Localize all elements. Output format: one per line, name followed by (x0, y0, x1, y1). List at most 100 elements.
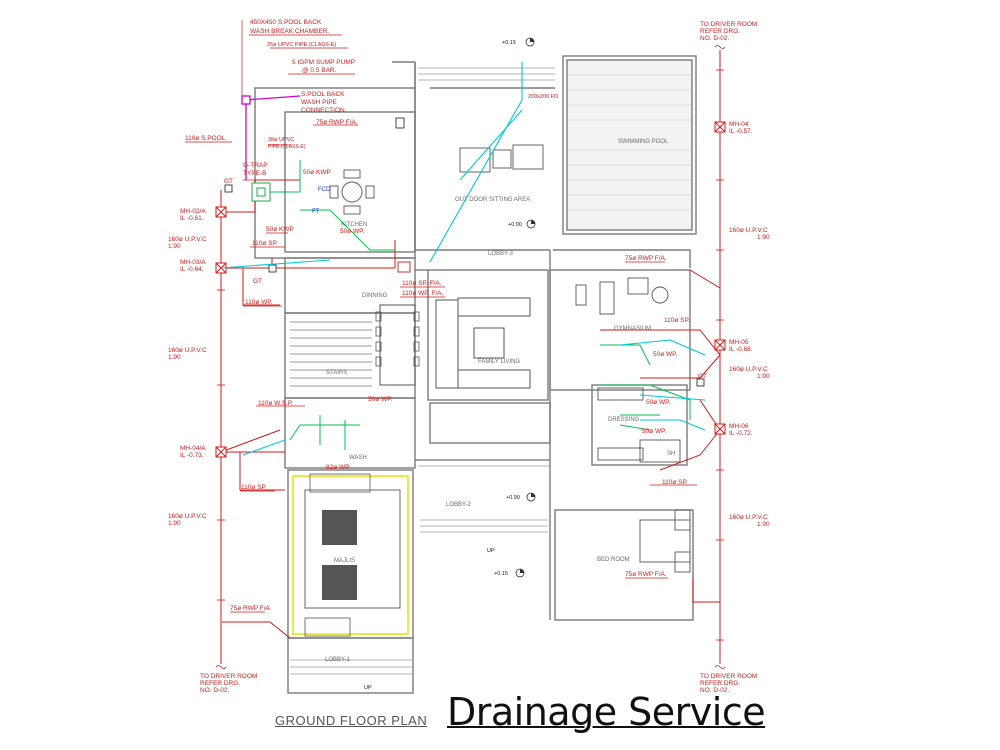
mh04-il: IL -0.57. (729, 128, 753, 135)
mh04a-il: IL -0.73. (180, 452, 204, 459)
room-lobby3: LOBBY-3 (488, 251, 513, 257)
annotation-leaders (185, 20, 697, 613)
note-wp-stair: 50ø WP. (368, 396, 393, 403)
ref-bot-right-1: TO DRIVER ROOM (700, 673, 757, 680)
ref-bot-left-2: REFER DRG. (200, 680, 240, 687)
ref-top-right-3: NO. D-02. (700, 35, 729, 42)
ref-bot-left-3: NO. D-02. (200, 687, 229, 694)
room-majlis: MAJLIS (334, 558, 355, 564)
note-rwp-b: 75ø RWP F/A. (625, 255, 667, 262)
note-rwp-c: 75ø RWP F/A. (625, 571, 667, 578)
room-dinning: DINNING (362, 293, 388, 299)
note-sump-bar: @ 0.5 BAR. (302, 67, 337, 74)
pool-hatching (568, 74, 691, 211)
room-bed-room: BED ROOM (597, 557, 630, 563)
note-kwp-b: 50ø KWP (266, 226, 294, 233)
mh06-il: IL -0.72. (729, 430, 753, 437)
pipe-right-2s: 1:90 (757, 373, 770, 380)
stairs-treads (290, 321, 372, 387)
mh04-name: MH-04 (729, 121, 749, 128)
note-gt-1: GT (224, 178, 233, 185)
pipe-right-3s: 1:90 (757, 521, 770, 528)
building-walls (254, 55, 697, 694)
pipe-right-3: 160ø U.P.V.C (729, 514, 768, 521)
pipe-left-1: 160ø U.P.V.C (168, 236, 207, 243)
room-wash: WASH (349, 455, 367, 461)
note-sp-d: 110ø SP. (662, 479, 688, 486)
dining-table (379, 304, 416, 386)
note-upvc-pipe: 25ø UPVC PIPE.(CLASS-E) (267, 42, 336, 48)
room-outdoor-sitting: OUT DOOR SITTING AREA (455, 197, 530, 203)
mh06-name: MH-06 (729, 423, 749, 430)
note-rwp-d: 75ø RWP F/A. (230, 605, 272, 612)
note-wsp: 110ø W.S.P. (258, 400, 293, 407)
manhole-mh04a (215, 446, 227, 458)
ref-bot-right-2: REFER DRG. (700, 680, 740, 687)
note-fd: 200x200 FD. (528, 94, 560, 100)
note-gtrap-1: G-TRAP (243, 162, 268, 169)
break-symbols (215, 45, 726, 669)
mh02a-il: IL -0.61. (180, 215, 204, 222)
plan-title: GROUND FLOOR PLAN (275, 713, 428, 728)
note-ft: FT (312, 209, 320, 215)
note-gt-3: GT (698, 373, 707, 380)
room-lobby2: LOBBY-2 (446, 502, 471, 508)
note-wp-fa: 110ø WP. F/A. (402, 290, 443, 297)
pipe-left-3: 160ø U.P.V.C (168, 513, 207, 520)
dining-chairs (375, 311, 420, 367)
level-1: +0.15 (502, 40, 516, 46)
note-sp-a: 110ø SP. (252, 240, 278, 247)
note-kwp-a: 50ø KWP (303, 169, 331, 176)
note-gtrap-2: TYPE-B (243, 170, 266, 177)
pipe-right-2: 160ø U.P.V.C (729, 366, 768, 373)
note-chamber-1: 450X450 S.POOL BACK (250, 19, 322, 26)
note-sp-fa: 110ø SP. F/A. (402, 280, 442, 287)
waste-branches (270, 160, 691, 450)
note-wp82: 82ø WP. (326, 464, 351, 471)
ref-top-right-1: TO DRIVER ROOM (700, 21, 757, 28)
manhole-mh04 (714, 121, 726, 133)
deck-lines (290, 67, 555, 675)
note-fcd: FCD (318, 187, 331, 193)
pipe-left-1s: 1:90 (168, 243, 181, 250)
room-family-living: FAMILY LIVING (478, 359, 520, 365)
room-dressing: DRESSING (608, 417, 640, 423)
mh02a-name: MH-02/A (180, 208, 206, 215)
living-furniture (435, 297, 531, 389)
pipe-right-1s: 1:90 (757, 234, 770, 241)
manhole-mh06 (714, 423, 726, 435)
gully-traps (224, 117, 705, 387)
mh05-name: MH-05 (729, 339, 749, 346)
pipe-right-1: 160ø U.P.V.C (729, 227, 768, 234)
note-sump-pump: 5 IGPM SUMP PUMP (292, 59, 355, 66)
room-swimming-pool: SWIMMING POOL (618, 139, 669, 145)
room-lobby1: LOBBY-1 (325, 657, 350, 663)
mh05-il: IL -0.68. (729, 346, 753, 353)
level-markers (515, 37, 536, 578)
note-wp-kitchen: 50ø WP. (340, 228, 365, 235)
note-s-pool: 110ø S.POOL (185, 135, 226, 142)
note-pipe38-2: PIPE.(CLASS-E) (268, 144, 306, 150)
majlis-furniture (292, 473, 409, 637)
stairs-up-lobby2: UP (487, 548, 495, 554)
pipe-left-2s: 1:90 (168, 354, 181, 361)
manhole-mh05 (714, 339, 726, 351)
note-sp-c: 110ø SP. (664, 317, 690, 324)
ref-bot-right-3: NO. D-02. (700, 687, 729, 694)
outdoor-furniture (459, 144, 544, 173)
manhole-mh02a (215, 206, 227, 218)
note-wp110: 110ø WP. (245, 299, 273, 306)
level-2: +0.90 (508, 222, 522, 228)
room-gymnasium: GYMNASIUM (614, 326, 651, 332)
room-sh: SH (667, 451, 675, 457)
note-sp-b: 110ø SP. (241, 484, 267, 491)
stairs-up-lobby1: UP (364, 685, 372, 691)
dressing-closets (597, 387, 681, 463)
kitchen-furniture (329, 169, 375, 215)
pipe-left-3s: 1:90 (168, 520, 181, 527)
note-pipe38-1: 38ø UPVC (268, 137, 294, 143)
page-title: Drainage Service (447, 690, 766, 734)
note-backwash-1: S.POOL BACK (301, 91, 345, 98)
room-stairs: STAIRS (326, 370, 347, 376)
bed (639, 509, 691, 573)
